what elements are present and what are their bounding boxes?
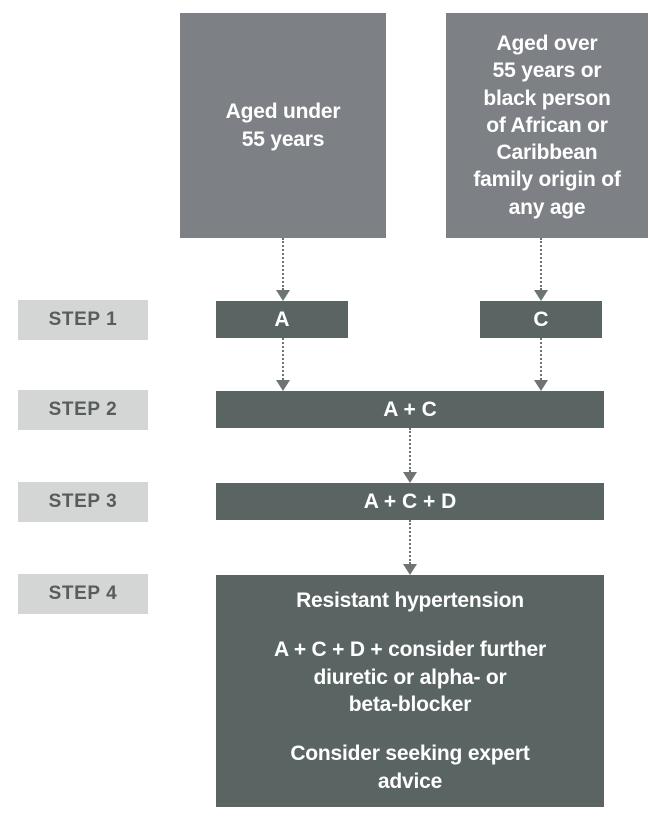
arrow-head-icon [403,472,417,483]
arrow-head-icon [534,290,548,301]
arrow-stem [540,338,542,380]
arrow-stem [282,338,284,380]
treatment-box-step4-resistant-hypertension: Resistant hypertension A + C + D + consi… [216,575,604,807]
arrow-head-icon [276,380,290,391]
treatment-bar-step1-a: A [216,301,348,338]
step-label-1: STEP 1 [18,300,148,340]
treatment-bar-step1-c: C [480,301,602,338]
treatment-bar-step3-a-plus-c-plus-d: A + C + D [216,483,604,520]
arrow-stem [540,238,542,290]
step-label-3: STEP 3 [18,482,148,522]
treatment-bar-step2-a-plus-c: A + C [216,391,604,428]
arrow-stem [409,520,411,564]
arrow-stem [282,238,284,290]
step-label-4: STEP 4 [18,574,148,614]
step-label-2: STEP 2 [18,390,148,430]
arrow-head-icon [403,564,417,575]
arrow-step3-to-step4 [403,520,417,575]
arrow-step1a-to-step2 [276,338,290,391]
resistant-hypertension-title: Resistant hypertension [296,589,524,613]
arrow-stem [409,428,411,472]
arrow-entry-left-to-step1 [276,238,290,301]
arrow-head-icon [276,290,290,301]
arrow-entry-right-to-step1 [534,238,548,301]
arrow-step2-to-step3 [403,428,417,483]
arrow-step1c-to-step2 [534,338,548,391]
arrow-head-icon [534,380,548,391]
